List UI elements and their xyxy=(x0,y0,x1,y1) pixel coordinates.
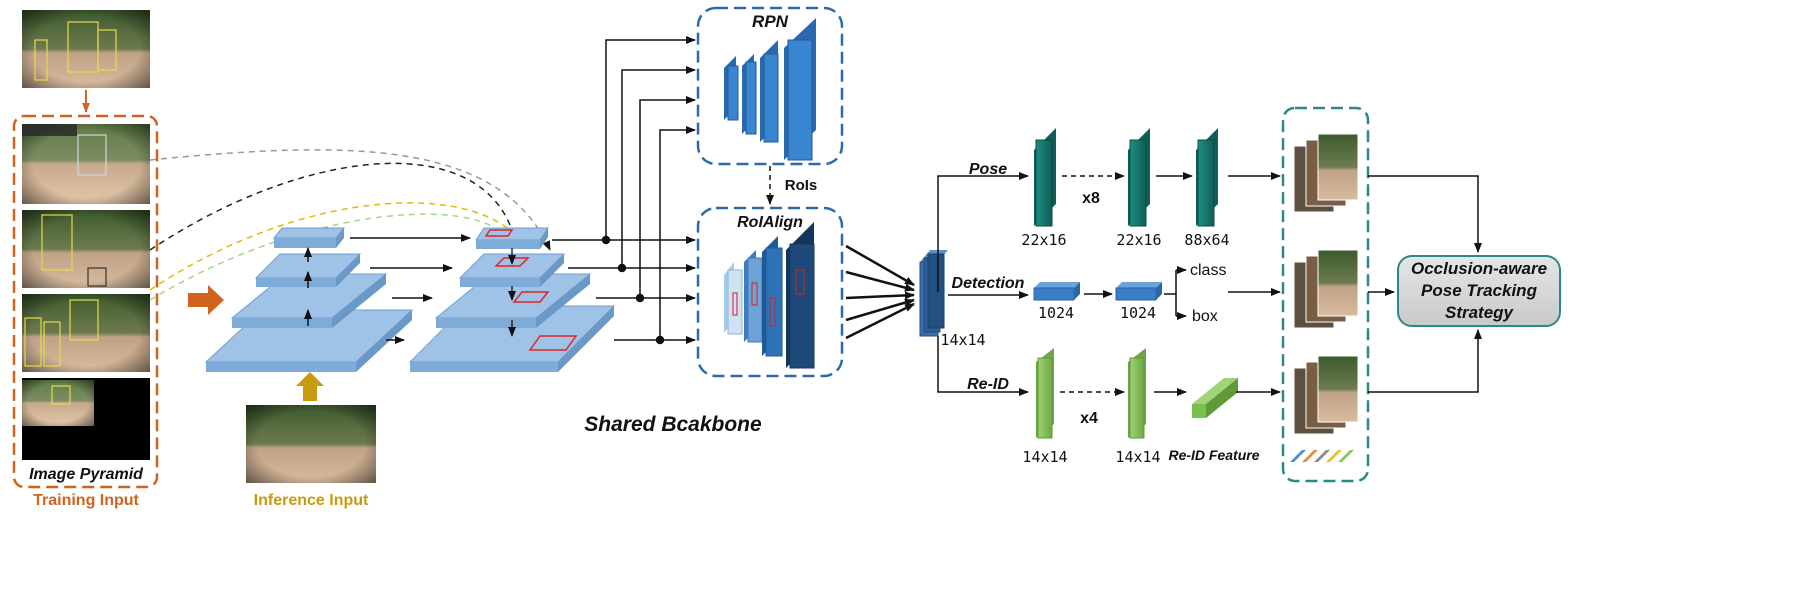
image-pyramid-frame xyxy=(12,114,159,489)
roialign-box xyxy=(696,206,844,378)
pyramid-image-3 xyxy=(22,294,150,372)
inference-input-image xyxy=(246,405,376,483)
reid-layer-1 xyxy=(1036,348,1054,439)
pose-layer-2 xyxy=(1128,128,1150,227)
roialign-layers xyxy=(724,222,815,369)
class-label: class xyxy=(1190,262,1226,279)
fpn-to-heads-connectors xyxy=(552,36,696,345)
rpn-box xyxy=(696,6,844,166)
pyramid-right xyxy=(408,227,616,372)
pyramid-image-1 xyxy=(22,124,150,204)
pyramid-left xyxy=(204,227,414,372)
det-split-arrows xyxy=(1164,266,1187,320)
detection-branch-label: Detection xyxy=(952,275,1025,292)
pyramid-left-level-1 xyxy=(272,227,346,248)
projection-curves xyxy=(149,149,551,301)
rpn-label: RPN xyxy=(752,12,789,31)
pose-output-frames xyxy=(1293,133,1359,213)
pyramid-left-level-2 xyxy=(254,253,362,287)
training-input-label: Training Input xyxy=(33,492,139,509)
pose-dim-2: 22x16 xyxy=(1116,231,1161,249)
reid-output-vectors xyxy=(1290,450,1354,462)
lateral-connections xyxy=(350,234,471,344)
strategy-connectors xyxy=(1368,175,1482,393)
pose-layer-3 xyxy=(1196,128,1218,227)
roi-feature-block xyxy=(919,250,948,337)
pose-dim-3: 88x64 xyxy=(1184,231,1229,249)
reid-output-frames xyxy=(1293,355,1359,435)
outputs-frame xyxy=(1281,106,1370,483)
shared-backbone-label: Shared Bcakbone xyxy=(584,413,762,436)
roialign-label: RoIAlign xyxy=(737,214,803,231)
pose-dim-1: 22x16 xyxy=(1021,231,1066,249)
branch-connectors xyxy=(937,172,1029,396)
strategy-line-3: Strategy xyxy=(1445,303,1515,322)
roi-feature-fan-in xyxy=(845,244,915,340)
reid-branch-label: Re-ID xyxy=(967,376,1009,393)
inference-input-label: Inference Input xyxy=(254,492,369,509)
det-fc-2 xyxy=(1115,282,1162,301)
det-dim-2: 1024 xyxy=(1120,304,1156,322)
strategy-line-1: Occlusion-aware xyxy=(1411,259,1547,278)
det-fc-1 xyxy=(1033,282,1080,301)
roi-boxes xyxy=(484,229,578,351)
reid-x4-label: x4 xyxy=(1080,410,1098,427)
pyramid-right-level-1 xyxy=(475,227,549,249)
reid-feature-label: Re-ID Feature xyxy=(1168,447,1259,463)
pose-branch-label: Pose xyxy=(969,161,1007,178)
det-dim-1: 1024 xyxy=(1038,304,1074,322)
right-arrow-icon xyxy=(188,285,224,315)
pose-layer-1 xyxy=(1034,128,1056,227)
pyramid-image-2 xyxy=(22,210,150,288)
roi-feature-dim: 14x14 xyxy=(940,331,985,349)
image-pyramid-label: Image Pyramid xyxy=(29,466,144,483)
pyramid-left-level-3 xyxy=(230,273,388,328)
box-label: box xyxy=(1192,308,1218,325)
reid-dim-1: 14x14 xyxy=(1022,448,1067,466)
strategy-line-2: Pose Tracking xyxy=(1421,281,1538,300)
up-arrow-icon xyxy=(296,372,324,401)
pyramid-image-4 xyxy=(22,378,150,460)
rois-label: RoIs xyxy=(785,177,818,194)
top-input-image xyxy=(22,10,150,88)
reid-feature-vector xyxy=(1192,378,1238,418)
detection-output-frames xyxy=(1293,249,1359,329)
reid-dim-2: 14x14 xyxy=(1115,448,1160,466)
reid-layer-2 xyxy=(1128,348,1146,439)
pose-x8-label: x8 xyxy=(1082,190,1100,207)
rpn-layers xyxy=(724,18,816,161)
strategy-box xyxy=(1397,255,1561,327)
